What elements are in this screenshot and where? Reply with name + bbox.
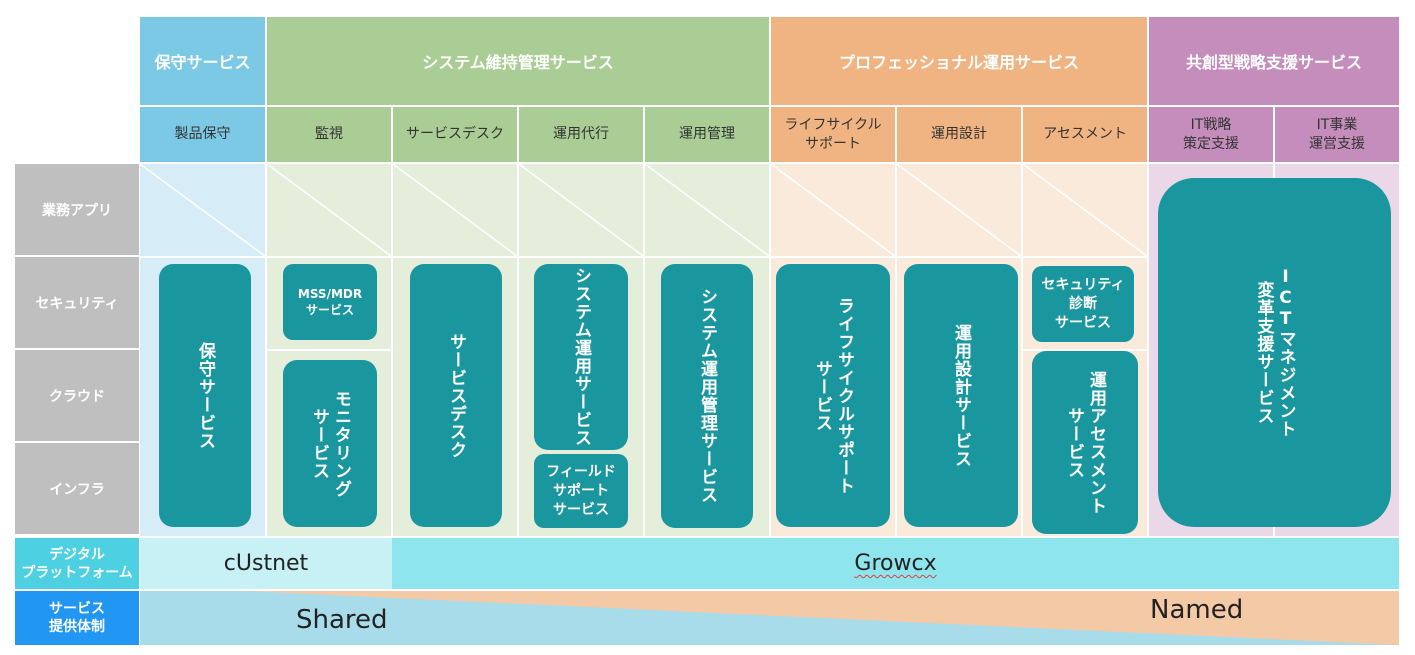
service-ict-management: ICTマネジメント 変革支援サービス <box>1158 178 1391 527</box>
service-servicedesk: サービスデスク <box>410 264 502 527</box>
category-cocreation-strategy: 共創型戦略支援サービス <box>1149 17 1399 105</box>
service-system-ops-mgmt: システム運用管理サービス <box>661 264 753 528</box>
sub-ops-design: 運用設計 <box>897 107 1021 162</box>
sub-ops-management: 運用管理 <box>645 107 769 162</box>
service-ops-assessment: 運用アセスメント サービス <box>1032 351 1138 534</box>
delivery-gradient-bands <box>140 591 1399 645</box>
service-ops-design: 運用設計サービス <box>904 264 1018 527</box>
row-business-app: 業務アプリ <box>15 164 139 257</box>
row-cloud: クラウド <box>15 350 139 443</box>
delivery-label: サービス 提供体制 <box>15 591 139 645</box>
delivery-named: Named <box>1150 595 1244 625</box>
service-hoshu: 保守サービス <box>159 264 251 527</box>
category-hoshu: 保守サービス <box>140 17 265 105</box>
service-mss-mdr: MSS/MDR サービス <box>283 264 377 340</box>
service-system-ops: システム運用サービス <box>534 264 628 450</box>
service-field-support: フィールド サポート サービス <box>534 454 628 528</box>
sub-service-desk: サービスデスク <box>393 107 517 162</box>
category-system-maintenance: システム維持管理サービス <box>267 17 769 105</box>
sub-assessment: アセスメント <box>1023 107 1147 162</box>
service-monitoring: モニタリング サービス <box>283 360 377 527</box>
platform-custnet: cUstnet <box>140 538 392 589</box>
platform-growcx: Growcx <box>392 538 1399 589</box>
row-infra: インフラ <box>15 443 139 536</box>
sub-lifecycle-support: ライフサイクル サポート <box>771 107 895 162</box>
platform-label: デジタル プラットフォーム <box>15 538 139 589</box>
sub-it-strategy: IT戦略 策定支援 <box>1149 107 1273 162</box>
sub-product-maintenance: 製品保守 <box>140 107 265 162</box>
empty-cell-diagonals <box>139 163 1148 257</box>
service-lifecycle: ライフサイクルサポート サービス <box>776 264 890 527</box>
sub-ops-agency: 運用代行 <box>519 107 643 162</box>
service-security-diagnosis: セキュリティ 診断 サービス <box>1032 266 1134 342</box>
category-professional-ops: プロフェッショナル運用サービス <box>771 17 1147 105</box>
delivery-shared: Shared <box>296 605 388 635</box>
sub-monitoring: 監視 <box>267 107 391 162</box>
sub-it-business: IT事業 運営支援 <box>1275 107 1399 162</box>
row-security: セキュリティ <box>15 257 139 350</box>
